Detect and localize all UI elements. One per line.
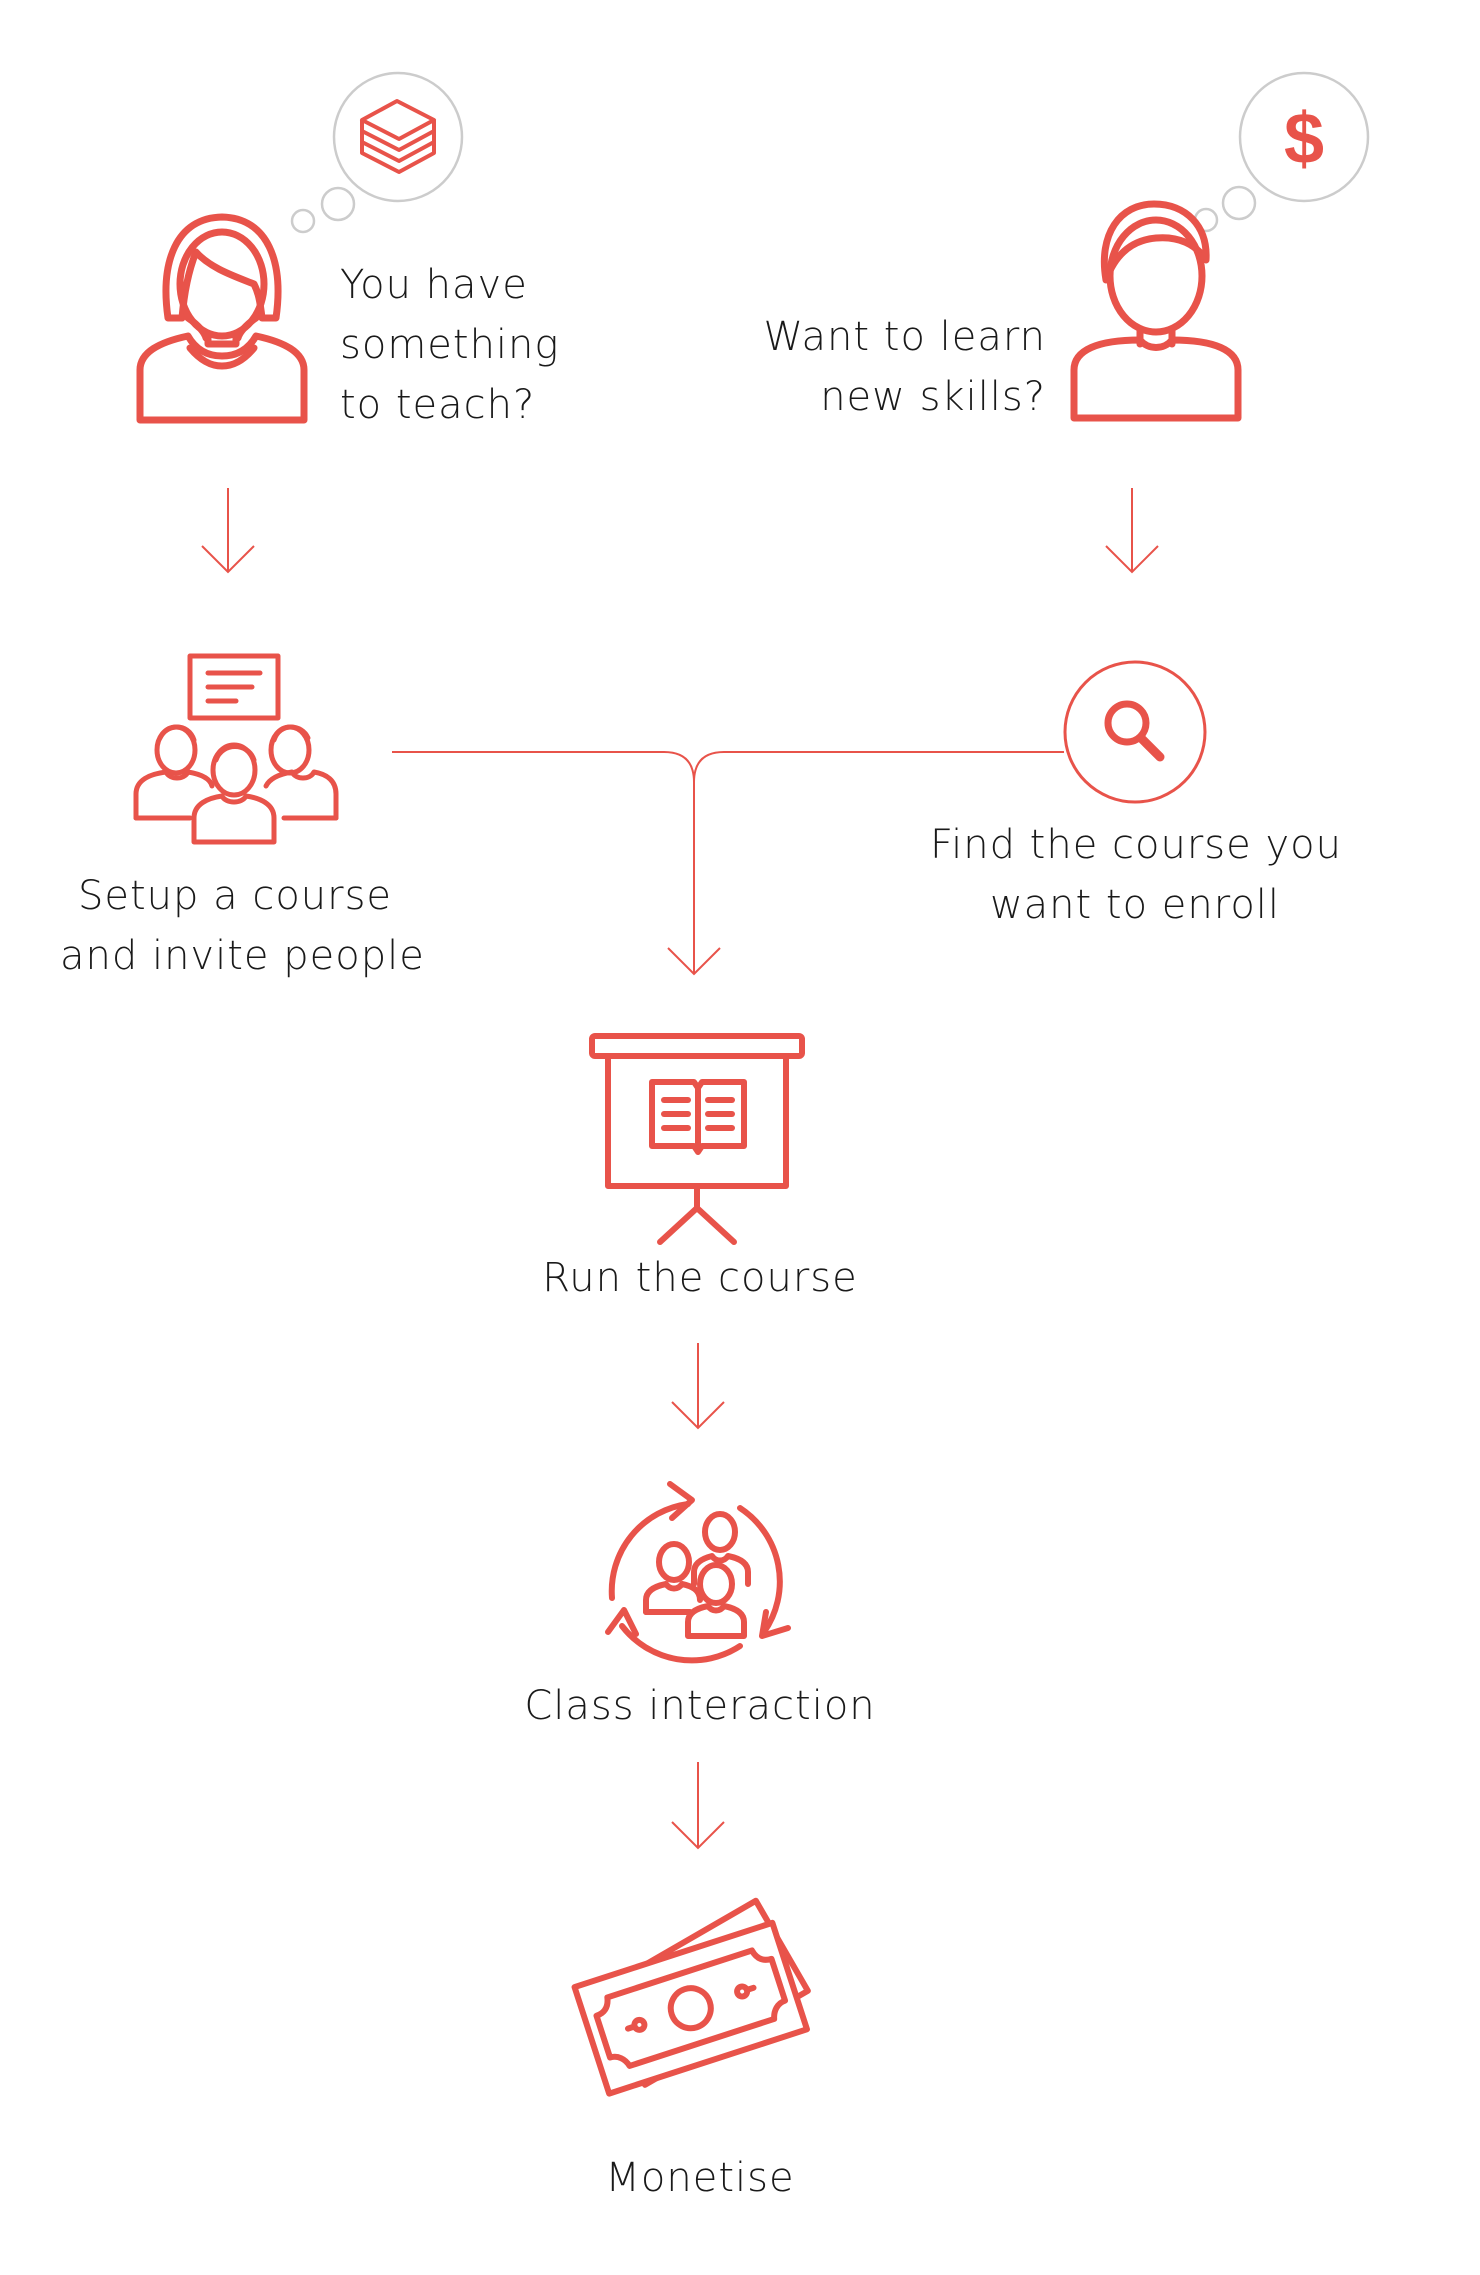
learner-question-line: new skills? <box>820 374 1046 420</box>
arrow-teacher-to-setup <box>201 488 255 574</box>
learner-thought-bubble <box>1193 71 1370 233</box>
find-course-label: Find the course you want to enroll <box>930 815 1342 935</box>
setup-course-label-line: and invite people <box>60 933 425 979</box>
learner-question-line: Want to learn <box>763 314 1046 360</box>
learner-question: Want to learn new skills? <box>764 307 1046 427</box>
teacher-thought-bubble <box>290 71 464 234</box>
monetise-label: Monetise <box>490 2148 910 2208</box>
setup-course-label-line: Setup a course <box>77 873 393 919</box>
run-course-label: Run the course <box>490 1248 910 1308</box>
run-course-label-text: Run the course <box>542 1255 858 1301</box>
teacher-woman-icon <box>136 213 308 424</box>
learner-man-icon <box>1070 200 1242 422</box>
money-bills-icon <box>571 1897 811 2097</box>
presentation-audience-icon <box>133 653 339 845</box>
books-stack-icon <box>360 99 436 174</box>
find-course-label-line: Find the course you <box>930 822 1342 868</box>
people-cycle-icon <box>605 1481 791 1664</box>
projector-book-icon <box>589 1033 805 1245</box>
teacher-question: You have something to teach? <box>340 255 559 435</box>
teacher-question-line: to teach? <box>340 382 536 428</box>
teacher-question-line: You have <box>340 262 528 308</box>
teacher-question-line: something <box>340 322 560 368</box>
monetise-label-text: Monetise <box>605 2155 795 2201</box>
class-interaction-label-text: Class interaction <box>524 1683 876 1729</box>
setup-course-label: Setup a course and invite people <box>60 866 425 986</box>
arrow-interaction-to-monetise <box>671 1762 725 1850</box>
arrow-run-to-interaction <box>671 1343 725 1430</box>
search-magnifier-icon <box>1063 660 1207 804</box>
find-course-label-line: want to enroll <box>989 882 1281 928</box>
merge-connector-arrow <box>392 751 1064 976</box>
arrow-learner-to-find <box>1105 488 1159 574</box>
dollar-sign-icon: $ <box>1284 99 1324 179</box>
class-interaction-label: Class interaction <box>490 1676 910 1736</box>
